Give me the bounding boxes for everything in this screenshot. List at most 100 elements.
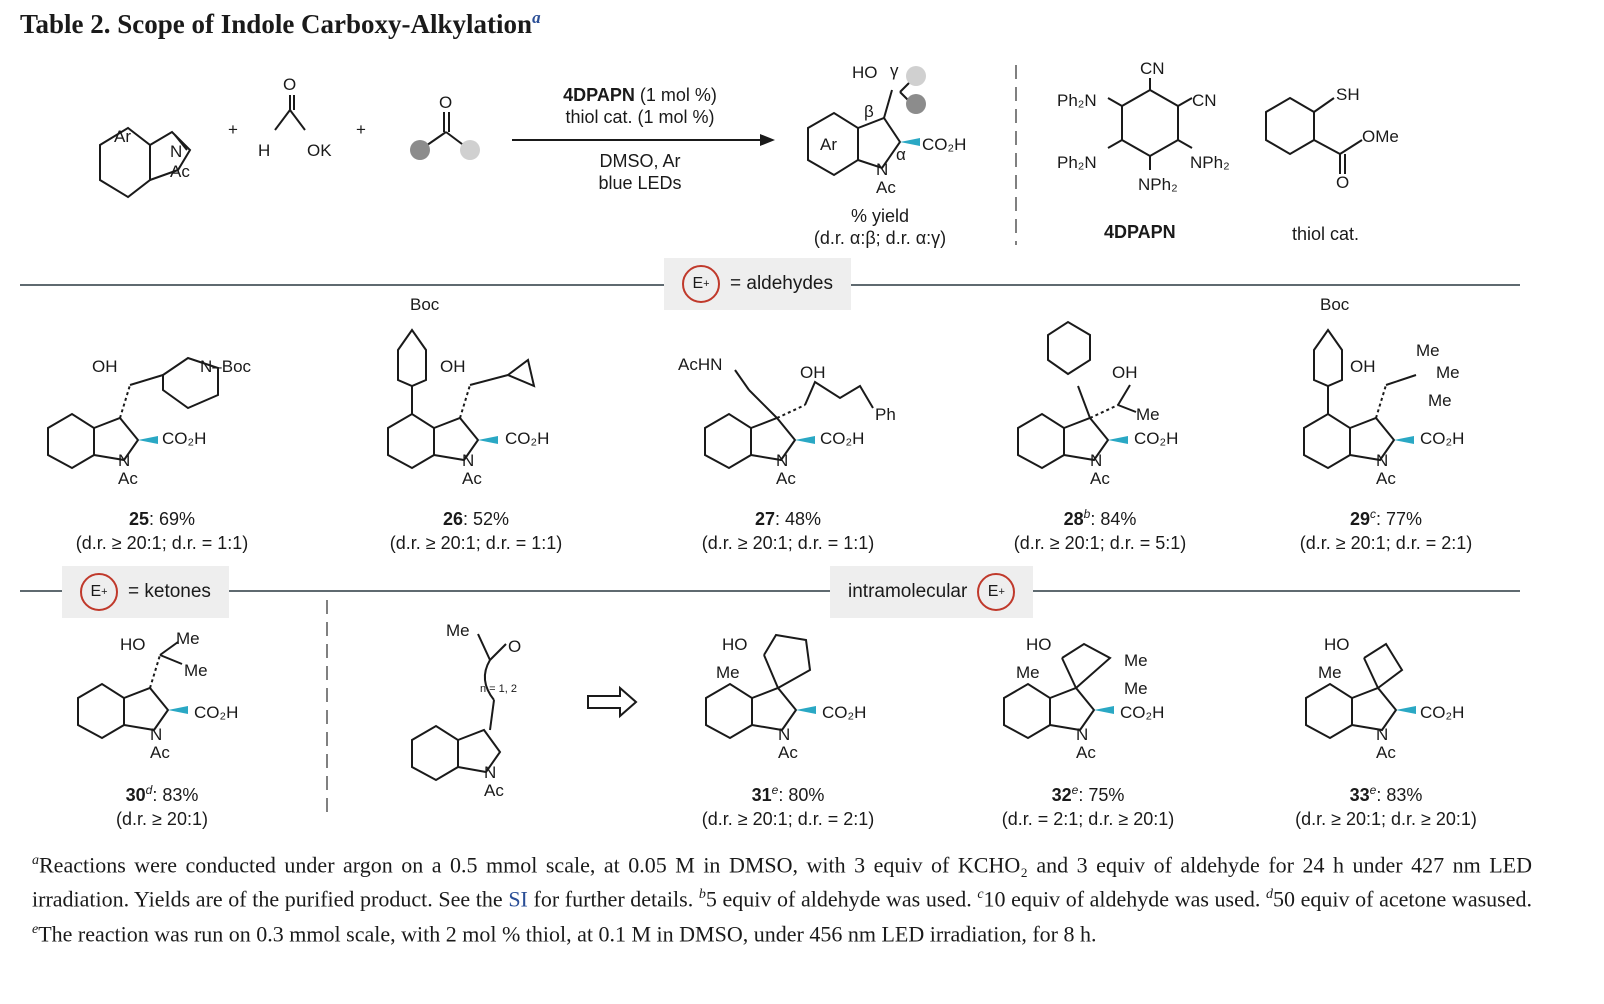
me-33: Me <box>1318 663 1342 682</box>
ketones-label: = ketones <box>128 581 211 602</box>
entry-30: 30d: 83%(d.r. ≥ 20:1) <box>116 783 208 829</box>
ac-26: Ac <box>462 469 482 488</box>
ph2n-bottom: Ph₂N <box>1057 153 1097 172</box>
banner-intramolecular: intramolecular E+ <box>830 566 1034 618</box>
title-footnote-mark: a <box>532 8 541 27</box>
ho-30: HO <box>120 635 146 654</box>
table-title: Table 2. Scope of Indole Carboxy-Alkylat… <box>20 8 541 40</box>
ac-label: Ac <box>170 162 190 181</box>
wedge-27 <box>795 436 815 444</box>
me-31: Me <box>716 663 740 682</box>
aldehydes-label: = aldehydes <box>730 273 833 294</box>
wedge-28 <box>1108 436 1128 444</box>
oh-25: OH <box>92 357 118 376</box>
wedge-30 <box>168 706 188 714</box>
reagent-name: 4DPAPN <box>563 85 635 105</box>
footnote: aReactions were conducted under argon on… <box>32 852 1532 946</box>
structure-27 <box>704 369 874 470</box>
conditions-bottom: DMSO, Ar blue LEDs <box>598 150 681 194</box>
wedge-32 <box>1094 706 1114 714</box>
ac-27: Ac <box>776 469 796 488</box>
entry-32: 32e: 75%(d.r. = 2:1; d.r. ≥ 20:1) <box>1001 783 1175 829</box>
entry-28: 28b: 84%(d.r. ≥ 20:1; d.r. = 5:1) <box>1013 507 1187 553</box>
oh-28: OH <box>1112 363 1138 382</box>
formate-o: O <box>283 75 296 94</box>
oh-26: OH <box>440 357 466 376</box>
substituent-dot-dark <box>410 140 430 160</box>
ho-31: HO <box>722 635 748 654</box>
o-substrate: O <box>508 637 521 656</box>
thiol-line: thiol cat. (1 mol %) <box>565 107 715 127</box>
ac-substrate: Ac <box>484 781 504 800</box>
ome-label: OMe <box>1362 127 1399 146</box>
structure-30 <box>77 641 183 740</box>
product-ar: Ar <box>820 135 837 154</box>
co2h-30: CO₂H <box>194 703 238 722</box>
ac-33: Ac <box>1376 743 1396 762</box>
product-dot-light <box>906 66 926 86</box>
aldehyde-products: OH N–Boc CO₂H N Ac Boc OH CO₂H N Ac AcHN… <box>47 295 1464 488</box>
structure-33 <box>1305 642 1404 740</box>
ar-label: Ar <box>114 127 131 146</box>
nph2-bottom: NPh₂ <box>1138 175 1178 194</box>
entry-33: 33e: 83%(d.r. ≥ 20:1; d.r. ≥ 20:1) <box>1295 783 1477 829</box>
banner-ketones: E+ = ketones <box>62 566 229 618</box>
product-co2h: CO₂H <box>922 135 966 154</box>
formate-reactant <box>274 95 306 131</box>
ac-28: Ac <box>1090 469 1110 488</box>
beta-label: β <box>864 102 874 121</box>
ho-32: HO <box>1026 635 1052 654</box>
indole-reactant <box>99 126 192 199</box>
banner-aldehydes: E+ = aldehydes <box>664 258 851 310</box>
ph2n-top: Ph₂N <box>1057 91 1097 110</box>
product-ac: Ac <box>876 178 896 197</box>
gamma-label: γ <box>890 61 899 80</box>
boc-26: Boc <box>410 295 440 314</box>
cn-right: CN <box>1192 91 1217 110</box>
me-32-b: Me <box>1124 651 1148 670</box>
electrophile-icon: E+ <box>977 573 1016 611</box>
n-label: N <box>170 142 182 161</box>
structure-29 <box>1303 328 1417 470</box>
co2h-28: CO₂H <box>1134 429 1178 448</box>
yield-header: % yield (d.r. α:β; d.r. α:γ) <box>814 205 946 249</box>
entry-27: 27: 48%(d.r. ≥ 20:1; d.r. = 1:1) <box>701 509 875 553</box>
plus-sign: + <box>356 120 366 139</box>
co2h-31: CO₂H <box>822 703 866 722</box>
wedge-26 <box>478 436 498 444</box>
alpha-label: α <box>896 145 906 164</box>
intramolecular-label: intramolecular <box>848 581 968 602</box>
product-dot-dark <box>906 94 926 114</box>
n-32: N <box>1076 725 1088 744</box>
entry-29: 29c: 77%(d.r. ≥ 20:1; d.r. = 2:1) <box>1299 507 1473 553</box>
n-26: N <box>462 451 474 470</box>
product-ho: HO <box>852 63 878 82</box>
me-28: Me <box>1136 405 1160 424</box>
n12-label: n = 1, 2 <box>480 683 517 695</box>
n-30: N <box>150 725 162 744</box>
structure-28 <box>1017 320 1137 470</box>
n-28: N <box>1090 451 1102 470</box>
co2h-26: CO₂H <box>505 429 549 448</box>
ac-30: Ac <box>150 743 170 762</box>
me-substrate: Me <box>446 621 470 640</box>
me-29-c: Me <box>1428 391 1452 410</box>
solvent: DMSO, Ar <box>599 151 681 171</box>
electrophile-icon: E+ <box>80 573 118 611</box>
cn-top: CN <box>1140 59 1165 78</box>
nph2-right: NPh₂ <box>1190 153 1230 172</box>
n-31: N <box>778 725 790 744</box>
si-link[interactable]: SI <box>508 886 528 912</box>
ac-29: Ac <box>1376 469 1396 488</box>
entry-31: 31e: 80%(d.r. ≥ 20:1; d.r. = 2:1) <box>701 783 875 829</box>
ho-33: HO <box>1324 635 1350 654</box>
achn-27: AcHN <box>678 355 722 374</box>
ac-32: Ac <box>1076 743 1096 762</box>
formate-ok: OK <box>307 141 332 160</box>
ph-27: Ph <box>875 405 896 424</box>
conditions-top: 4DPAPN (1 mol %) thiol cat. (1 mol %) <box>563 84 717 128</box>
light-source: blue LEDs <box>598 173 682 193</box>
wedge-31 <box>796 706 816 714</box>
product-n: N <box>876 160 888 179</box>
thiol-o-label: O <box>1336 173 1349 192</box>
